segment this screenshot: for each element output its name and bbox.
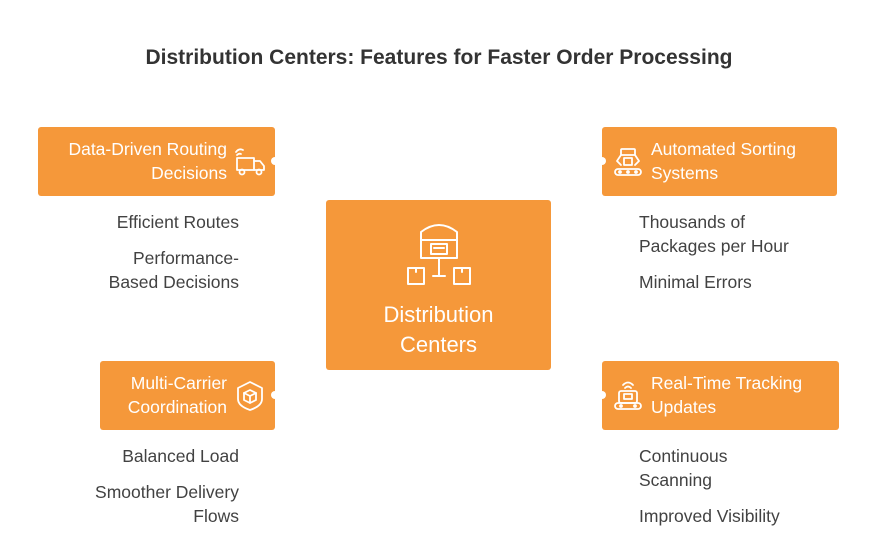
- carrier-item-line1: Smoother Delivery: [95, 482, 239, 502]
- shield-box-icon: [237, 381, 263, 411]
- feature-data-driven-routing: Data-Driven Routing Decisions: [38, 127, 279, 196]
- carrier-item-smoother-delivery: Smoother Delivery Flows: [95, 480, 239, 528]
- routing-item-line1: Performance-: [132, 248, 239, 268]
- feature-label-line2: Decisions: [151, 163, 227, 183]
- tracking-item-continuous-scanning: Continuous Scanning: [639, 444, 728, 492]
- feature-label-line2: Coordination: [127, 397, 227, 417]
- routing-item-performance-based: Performance- Based Decisions: [109, 246, 239, 294]
- feature-label-line1: Data-Driven Routing: [68, 139, 227, 159]
- center-node-distribution-centers: Distribution Centers: [326, 200, 551, 370]
- page-title: Distribution Centers: Features for Faste…: [145, 46, 733, 69]
- routing-item-line2: Based Decisions: [108, 272, 239, 292]
- feature-label-line1: Real-Time Tracking: [651, 373, 803, 393]
- sorting-item-minimal-errors: Minimal Errors: [639, 272, 752, 292]
- warehouse-network-icon: [407, 224, 471, 285]
- tracking-item-line1: Continuous: [639, 446, 728, 466]
- connector-dot: [271, 157, 279, 165]
- carrier-item-balanced-load: Balanced Load: [122, 446, 239, 466]
- robot-conveyor-icon: [614, 148, 642, 176]
- feature-real-time-tracking: Real-Time Tracking Updates: [598, 361, 839, 430]
- connector-dot: [598, 391, 606, 399]
- delivery-truck-icon: [235, 148, 265, 176]
- sorting-item-line2: Packages per Hour: [639, 236, 789, 256]
- tracking-item-line2: Scanning: [639, 470, 712, 490]
- carrier-item-line2: Flows: [193, 506, 239, 526]
- connector-dot: [598, 157, 606, 165]
- feature-label-line1: Automated Sorting: [651, 139, 796, 159]
- routing-item-efficient-routes: Efficient Routes: [116, 212, 239, 232]
- feature-label-line2: Updates: [651, 397, 717, 417]
- feature-multi-carrier: Multi-Carrier Coordination: [100, 361, 279, 430]
- feature-label-line1: Multi-Carrier: [130, 373, 227, 393]
- center-label-line2: Centers: [399, 332, 478, 357]
- sorting-item-line1: Thousands of: [639, 212, 746, 232]
- center-label-line1: Distribution: [383, 302, 494, 327]
- sorting-item-thousands: Thousands of Packages per Hour: [639, 210, 789, 258]
- tracking-item-improved-visibility: Improved Visibility: [639, 506, 780, 526]
- tracking-robot-icon: [614, 381, 642, 410]
- feature-label-line2: Systems: [651, 163, 719, 183]
- connector-dot: [271, 391, 279, 399]
- feature-automated-sorting: Automated Sorting Systems: [598, 127, 837, 196]
